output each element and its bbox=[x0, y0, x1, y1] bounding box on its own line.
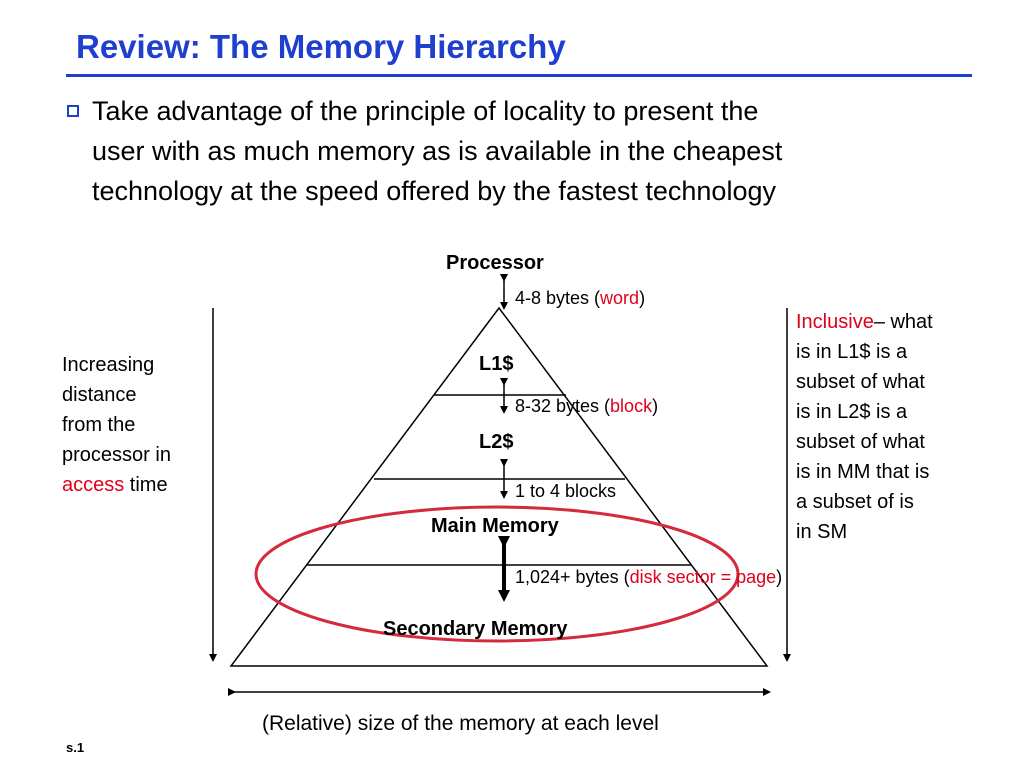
slide-title: Review: The Memory Hierarchy bbox=[76, 28, 566, 65]
distance-note-line: distance bbox=[62, 384, 137, 406]
title-underline bbox=[66, 74, 972, 77]
inclusive-note-line: is in L2$ is a bbox=[796, 401, 908, 423]
slide-number: s.1 bbox=[66, 740, 85, 755]
transfer-label-blocks: 1 to 4 blocks bbox=[515, 481, 617, 501]
transfer-label-word: 4-8 bytes (word) bbox=[515, 288, 646, 308]
distance-note-line: Increasing bbox=[62, 354, 155, 376]
inclusive-note-line: subset of what bbox=[796, 371, 925, 393]
bullet-text: Take advantage of the principle of local… bbox=[92, 91, 992, 211]
bullet-square-icon bbox=[67, 105, 79, 117]
distance-note-line: processor in bbox=[62, 444, 171, 466]
inclusive-note: Inclusive– what is in L1$ is a subset of… bbox=[796, 307, 933, 547]
processor-label: Processor bbox=[446, 252, 544, 274]
distance-note-line: from the bbox=[62, 414, 136, 436]
inclusive-note-line: a subset of is bbox=[796, 491, 914, 513]
distance-note: Increasing distance from the processor i… bbox=[62, 350, 171, 500]
highlight-ellipse bbox=[254, 505, 740, 643]
bullet-line-2: user with as much memory as is available… bbox=[92, 136, 783, 166]
level-main-memory-label: Main Memory bbox=[431, 515, 559, 537]
transfer-label-block: 8-32 bytes (block) bbox=[515, 396, 659, 416]
level-l2-label: L2$ bbox=[479, 431, 514, 453]
inclusive-note-line: is in L1$ is a bbox=[796, 341, 908, 363]
level-secondary-memory-label: Secondary Memory bbox=[383, 618, 568, 640]
size-caption: (Relative) size of the memory at each le… bbox=[262, 712, 659, 735]
inclusive-note-line: is in MM that is bbox=[796, 461, 930, 483]
bullet-line-1: Take advantage of the principle of local… bbox=[92, 96, 759, 126]
inclusive-note-line: in SM bbox=[796, 521, 848, 543]
transfer-label-page: 1,024+ bytes (disk sector = page) bbox=[515, 567, 783, 587]
inclusive-note-line: Inclusive– what bbox=[796, 311, 933, 333]
pyramid-outline bbox=[229, 306, 769, 667]
bullet-line-3: technology at the speed offered by the f… bbox=[92, 176, 776, 206]
level-l1-label: L1$ bbox=[479, 353, 514, 375]
inclusive-note-line: subset of what bbox=[796, 431, 925, 453]
distance-note-line: access time bbox=[62, 474, 168, 496]
